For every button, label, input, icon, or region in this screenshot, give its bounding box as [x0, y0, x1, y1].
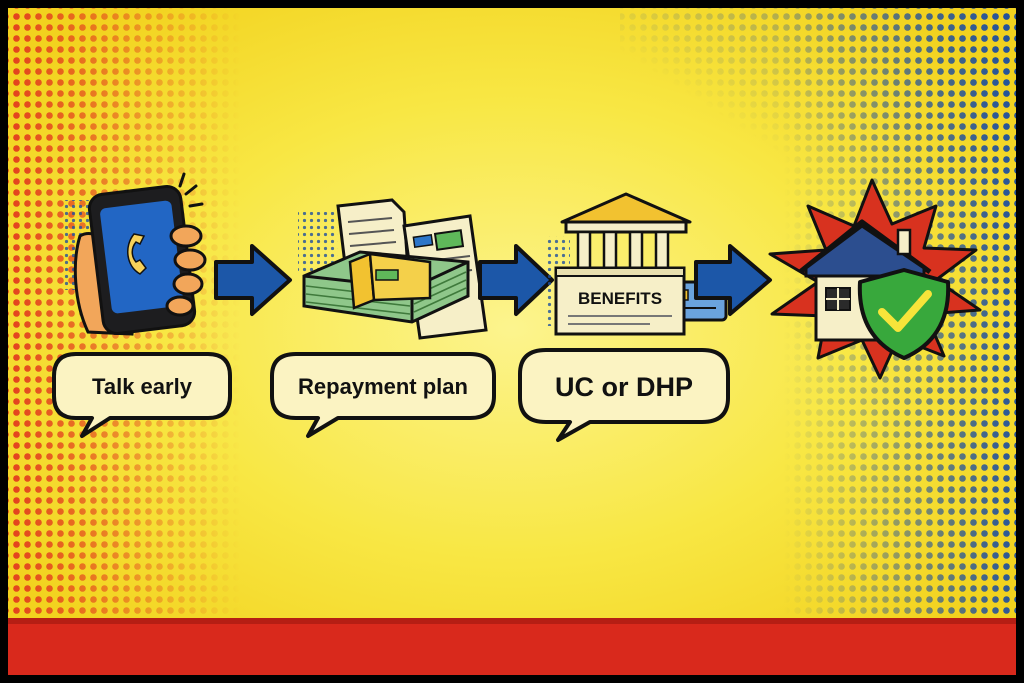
arrow-1-icon [214, 244, 292, 316]
halftone-left [8, 8, 248, 675]
house-with-shield-icon [768, 178, 982, 380]
checkmark-icon [878, 290, 932, 332]
cash-stack-and-documents-icon [298, 198, 488, 340]
benefits-building-icon: BENEFITS [546, 192, 728, 336]
arrow-2-icon [478, 244, 554, 316]
label-talk-early: Talk early [92, 374, 193, 399]
bottom-band-edge [8, 618, 1016, 624]
bottom-band [8, 618, 1016, 675]
benefits-sign-text: BENEFITS [578, 289, 662, 308]
arrow-3-icon [694, 244, 772, 316]
phone-in-hand-icon [64, 172, 207, 336]
bubble-uc-or-dhp: UC or DHP [518, 348, 730, 442]
bubble-repayment-plan: Repayment plan [270, 352, 496, 438]
label-repayment-plan: Repayment plan [298, 374, 468, 399]
label-uc-or-dhp: UC or DHP [555, 372, 693, 402]
bubble-talk-early: Talk early [52, 352, 232, 438]
